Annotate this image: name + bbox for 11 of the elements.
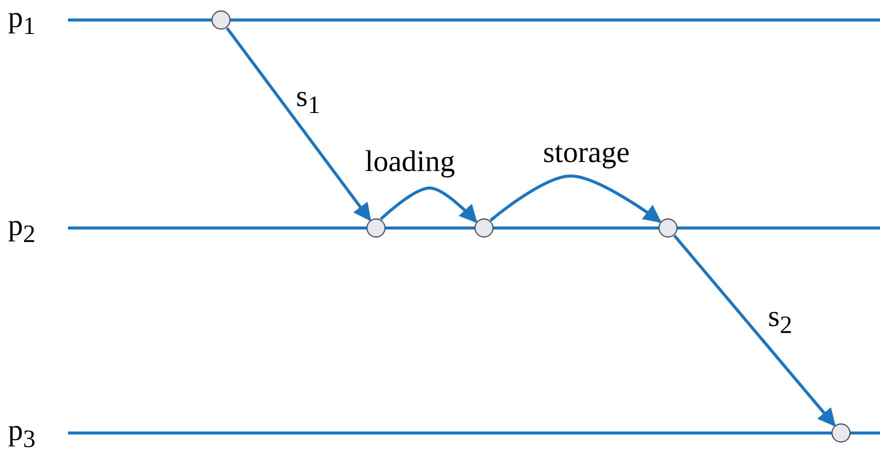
edge-label: s$_{1}$ <box>296 80 320 121</box>
arrow <box>226 27 372 222</box>
edge-label: storage <box>543 136 630 170</box>
edge-label: s$_{2}$ <box>768 300 792 341</box>
arrow <box>490 174 662 223</box>
arrow <box>380 186 478 224</box>
process-label: p$_{3}$ <box>8 414 36 455</box>
edge-label: loading <box>365 145 455 179</box>
process-label: p$_{2}$ <box>8 209 36 250</box>
arrow <box>673 234 836 427</box>
process-label: p$_{1}$ <box>8 1 36 42</box>
